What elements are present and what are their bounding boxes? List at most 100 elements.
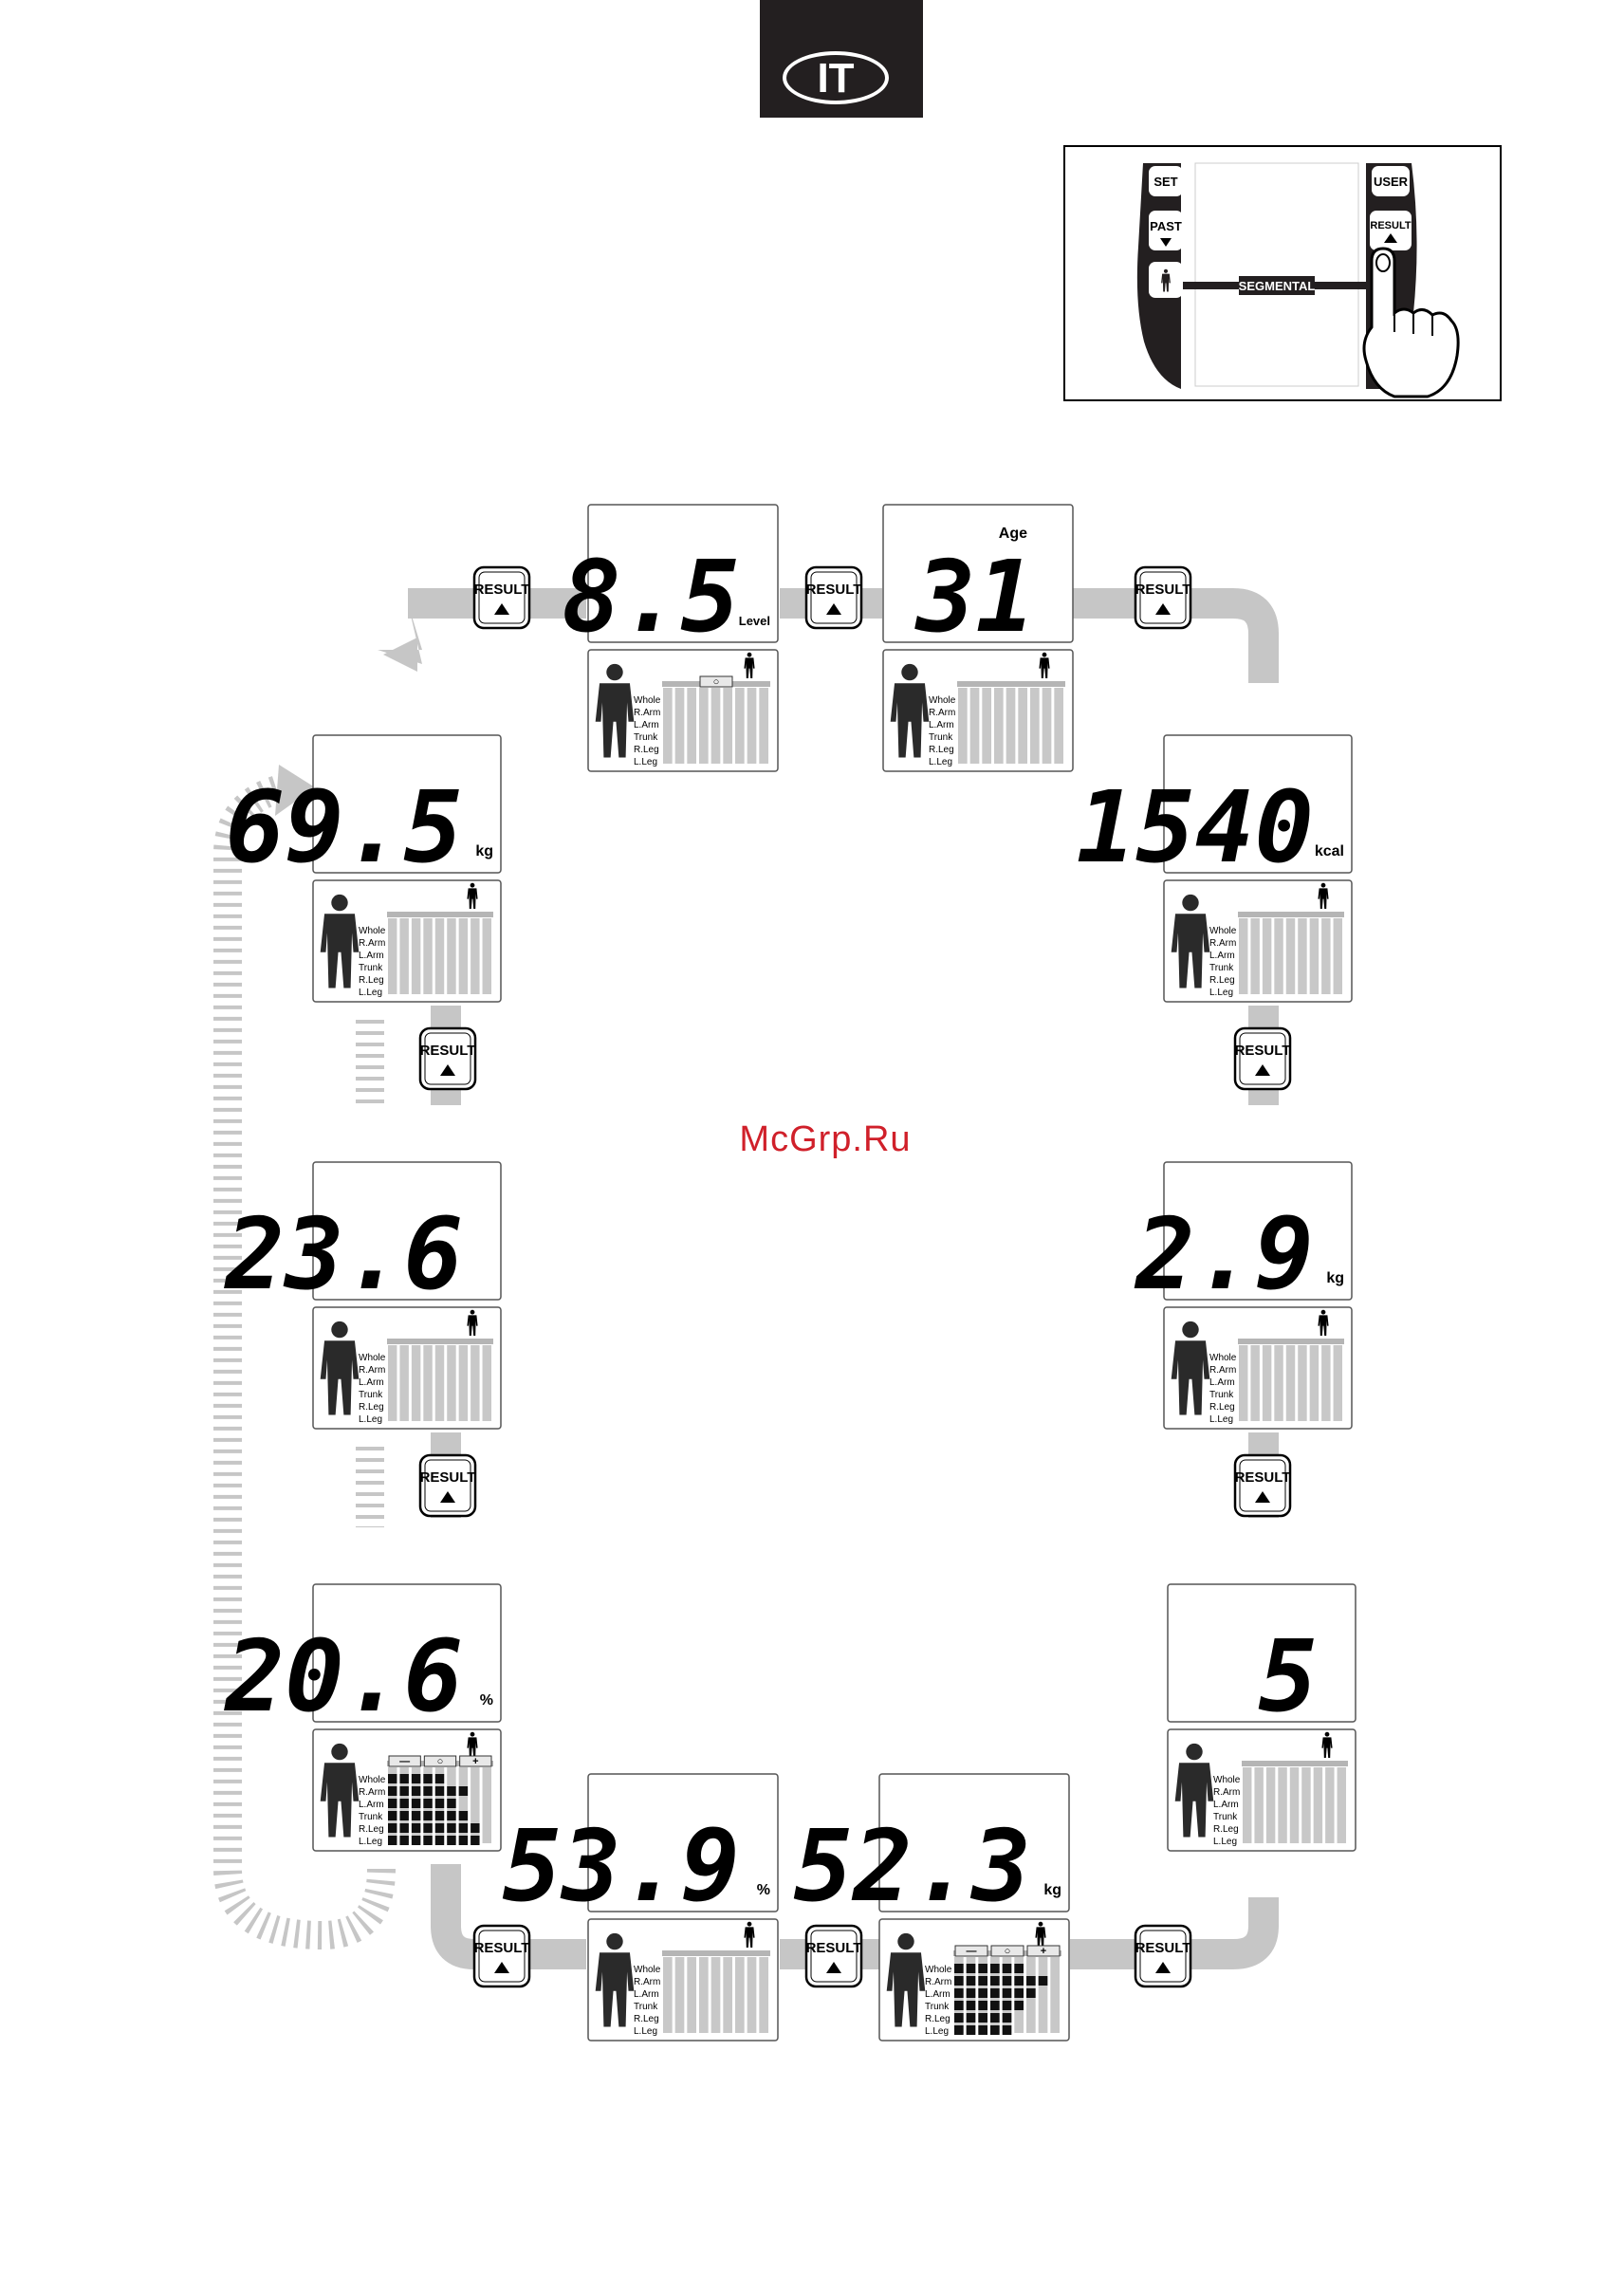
segment-bar-column xyxy=(1321,918,1331,994)
lcd-top-panel xyxy=(882,504,1074,643)
result-button[interactable]: RESULT xyxy=(804,565,863,630)
segment-row-label: Trunk xyxy=(1213,1812,1238,1822)
segment-filled-bar xyxy=(966,1976,976,1986)
segment-bar-column xyxy=(399,1345,409,1421)
segment-row-label: Trunk xyxy=(359,1390,383,1400)
segment-bar-column xyxy=(1243,1767,1252,1843)
result-button[interactable]: RESULT xyxy=(418,1453,477,1518)
segment-bar-column xyxy=(1301,1767,1311,1843)
segment-filled-bar xyxy=(966,2013,976,2023)
segment-bar-column xyxy=(1250,1345,1260,1421)
segment-filled-bar xyxy=(471,1823,480,1833)
segment-filled-bar xyxy=(447,1836,456,1845)
rating-symbol: + xyxy=(1041,1946,1046,1957)
measurement-unit: Level xyxy=(739,614,770,628)
segment-filled-bar xyxy=(423,1774,433,1783)
segment-row-label: Whole xyxy=(634,1965,661,1975)
result-button[interactable]: RESULT xyxy=(472,1924,531,1988)
segment-filled-bar xyxy=(447,1786,456,1796)
result-button[interactable]: RESULT xyxy=(1134,1924,1192,1988)
screens-layer: 8.5LevelWholeR.ArmL.ArmTrunkR.LegL.Leg○3… xyxy=(224,504,1356,2042)
segmental-button[interactable] xyxy=(1149,262,1183,298)
segment-filled-bar xyxy=(954,1988,964,1998)
segment-bar-column xyxy=(969,688,980,764)
result-button[interactable]: RESULT xyxy=(1233,1026,1292,1091)
segment-bar-column xyxy=(482,1345,491,1421)
segment-filled-bar xyxy=(1026,1976,1036,1986)
lcd-top-panel xyxy=(1167,1583,1356,1723)
segment-filled-bar xyxy=(458,1823,469,1833)
segment-filled-bar xyxy=(399,1836,409,1845)
result-button[interactable]: RESULT xyxy=(472,565,531,630)
segment-row-label: L.Leg xyxy=(1209,1414,1233,1425)
segment-bar-column xyxy=(1239,1345,1248,1421)
result-button[interactable]: RESULT xyxy=(804,1924,863,1988)
result-button-panel[interactable]: RESULT xyxy=(1370,211,1412,250)
segment-bar-column xyxy=(423,918,433,994)
lcd-top-panel xyxy=(312,1161,502,1301)
user-button[interactable]: USER xyxy=(1372,166,1410,196)
return-loop-dashed xyxy=(213,773,396,1950)
segment-bar-column xyxy=(699,688,709,764)
svg-text:RESULT: RESULT xyxy=(806,582,862,598)
segment-filled-bar xyxy=(1014,1976,1024,1986)
segment-filled-bar xyxy=(978,1964,987,1973)
segment-bar-column xyxy=(1018,688,1027,764)
segment-filled-bar xyxy=(423,1823,433,1833)
segment-bar-column xyxy=(1298,918,1307,994)
svg-text:SET: SET xyxy=(1153,175,1177,189)
segment-filled-bar xyxy=(990,1976,1000,1986)
segment-bar-column xyxy=(674,688,685,764)
measurement-unit: kg xyxy=(1043,1882,1061,1898)
segment-bar-column xyxy=(1285,918,1296,994)
set-button[interactable]: SET xyxy=(1149,166,1183,196)
segment-bar-column xyxy=(1325,1767,1335,1843)
result-button[interactable]: RESULT xyxy=(418,1026,477,1091)
segment-row-label: L.Leg xyxy=(634,757,657,767)
segment-row-label: Whole xyxy=(929,695,956,706)
segment-filled-bar xyxy=(1014,2001,1024,2010)
segment-row-label: L.Arm xyxy=(1213,1800,1239,1810)
segment-filled-bar xyxy=(990,2001,1000,2010)
segment-bar-column xyxy=(411,918,421,994)
segment-filled-bar xyxy=(399,1811,409,1820)
segment-bar-column xyxy=(663,1957,673,2033)
segment-bar-column xyxy=(1042,688,1052,764)
segment-row-label: L.Arm xyxy=(634,1989,659,2000)
segment-bar-column xyxy=(747,1957,757,2033)
segment-bar-column xyxy=(434,918,445,994)
segment-row-label: R.Arm xyxy=(1213,1787,1240,1798)
segment-filled-bar xyxy=(966,2001,976,2010)
segment-row-label: L.Arm xyxy=(1209,951,1235,961)
segment-bar-column xyxy=(1285,1345,1296,1421)
segment-bar-column xyxy=(1274,1345,1283,1421)
segment-row-label: R.Leg xyxy=(359,975,384,986)
segment-bar-column xyxy=(747,688,757,764)
segment-filled-bar xyxy=(990,2013,1000,2023)
segment-row-label: R.Arm xyxy=(359,1365,385,1376)
result-button[interactable]: RESULT xyxy=(1134,565,1192,630)
segment-filled-bar xyxy=(954,2025,964,2035)
past-button[interactable]: PAST xyxy=(1149,211,1183,250)
segment-filled-bar xyxy=(434,1823,445,1833)
segment-filled-bar xyxy=(954,2013,964,2023)
segment-bar-column xyxy=(458,1345,469,1421)
segment-filled-bar xyxy=(423,1811,433,1820)
segment-bar-column xyxy=(388,1345,397,1421)
result-button[interactable]: RESULT xyxy=(1233,1453,1292,1518)
segment-bar-column xyxy=(674,1957,685,2033)
segment-row-label: Whole xyxy=(359,926,386,936)
segment-filled-bar xyxy=(434,1836,445,1845)
segment-bar-column xyxy=(447,918,456,994)
segment-bar-column xyxy=(723,1957,732,2033)
segment-bar-column xyxy=(1030,688,1040,764)
segment-filled-bar xyxy=(411,1774,421,1783)
segment-bar-column xyxy=(1309,918,1320,994)
segment-filled-bar xyxy=(978,1976,987,1986)
lcd-top-panel xyxy=(1163,1161,1353,1301)
